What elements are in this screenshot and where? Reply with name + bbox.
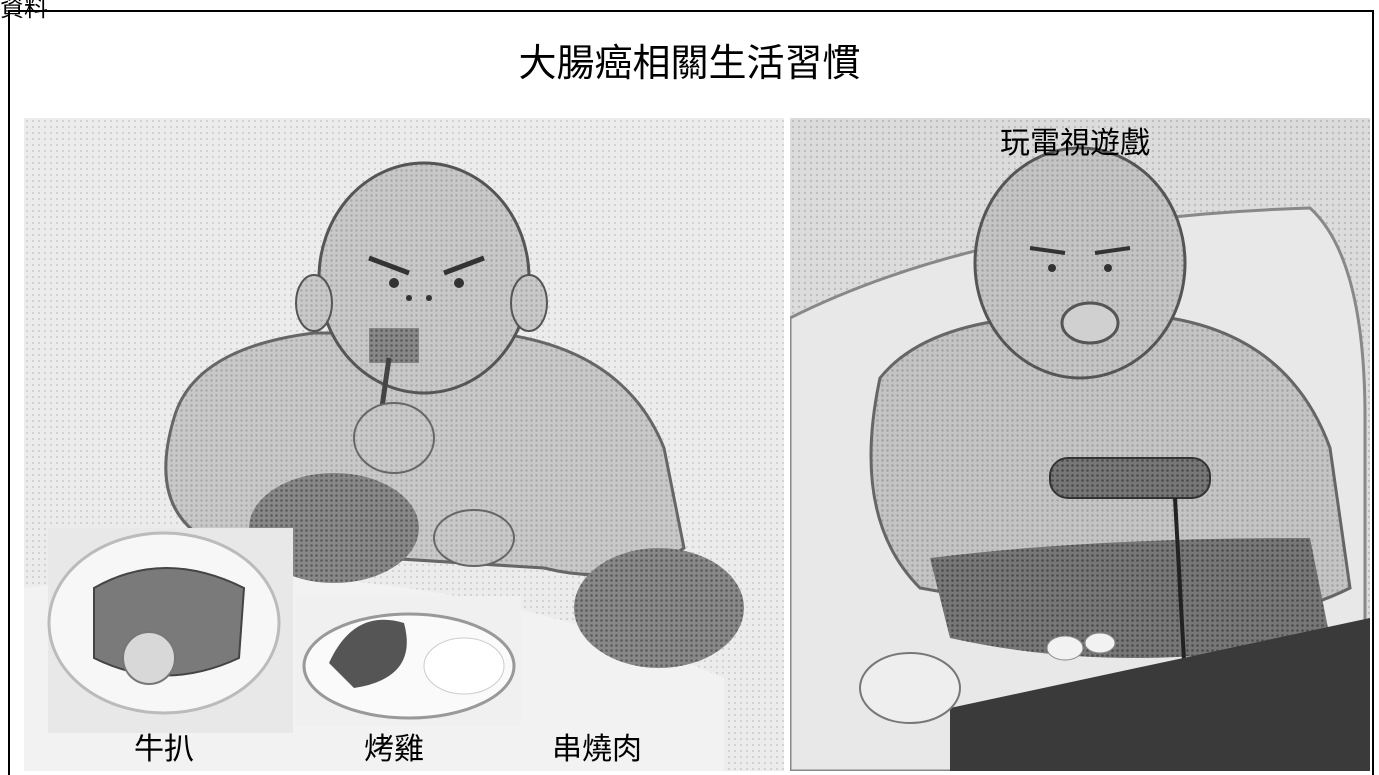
skewers-dish	[574, 548, 744, 668]
overeating-figure	[24, 118, 784, 771]
controller-cable	[1173, 497, 1187, 679]
shorts	[930, 538, 1330, 658]
lemon-slice	[122, 631, 176, 685]
nostril-right	[426, 295, 432, 301]
food-in-mouth	[369, 328, 419, 363]
hand-right	[433, 509, 515, 567]
head	[317, 161, 531, 395]
brow-left	[1029, 246, 1066, 255]
snack-bowl	[859, 652, 961, 724]
eye-left	[1048, 264, 1056, 272]
mouth	[1060, 301, 1120, 345]
brow-right	[1094, 246, 1131, 255]
label-video-games: 玩電視遊戲	[1000, 126, 1150, 161]
snack-2	[1084, 632, 1116, 654]
eye-left	[389, 278, 399, 288]
snack-1	[1046, 635, 1084, 661]
head	[973, 146, 1187, 380]
document-frame	[8, 10, 1374, 775]
page-title: 大腸癌相關生活習慣	[518, 41, 861, 85]
eye-right	[1104, 264, 1112, 272]
nostril-left	[406, 295, 412, 301]
hand	[353, 402, 435, 474]
rice	[423, 637, 505, 695]
video-game-illustration: 玩電視遊戲	[790, 118, 1370, 771]
eye-right	[454, 278, 464, 288]
video-game-figure	[790, 118, 1370, 771]
ear-left	[295, 274, 333, 332]
ear-right	[510, 274, 548, 332]
brow-right	[443, 255, 485, 276]
label-roast-chicken: 烤雞	[364, 732, 424, 767]
brow-left	[368, 255, 410, 276]
label-skewers: 串燒肉	[552, 732, 642, 767]
roast-chicken	[329, 619, 407, 688]
game-controller	[1049, 457, 1211, 499]
television	[950, 618, 1370, 771]
label-steak: 牛扒	[134, 732, 194, 767]
overeating-illustration: 牛扒 烤雞 串燒肉	[24, 118, 784, 771]
